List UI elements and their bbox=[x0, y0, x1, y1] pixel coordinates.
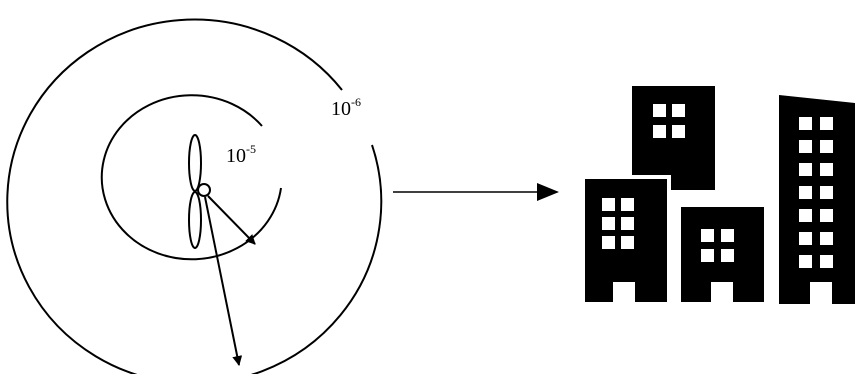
building-middle bbox=[677, 203, 768, 306]
building-left bbox=[581, 175, 671, 306]
inner-contour-label: 10-5 bbox=[226, 142, 256, 167]
city-buildings-icon bbox=[581, 86, 855, 306]
outer-risk-contour bbox=[6, 18, 383, 374]
building-tall-right bbox=[779, 95, 855, 306]
outer-radius-arrow bbox=[204, 196, 243, 366]
building-top bbox=[632, 86, 715, 190]
outer-contour-label: 10-6 bbox=[331, 95, 361, 120]
wind-turbine-icon bbox=[188, 134, 211, 249]
inner-risk-contour bbox=[100, 94, 282, 261]
inner-radius-arrow bbox=[207, 195, 256, 245]
